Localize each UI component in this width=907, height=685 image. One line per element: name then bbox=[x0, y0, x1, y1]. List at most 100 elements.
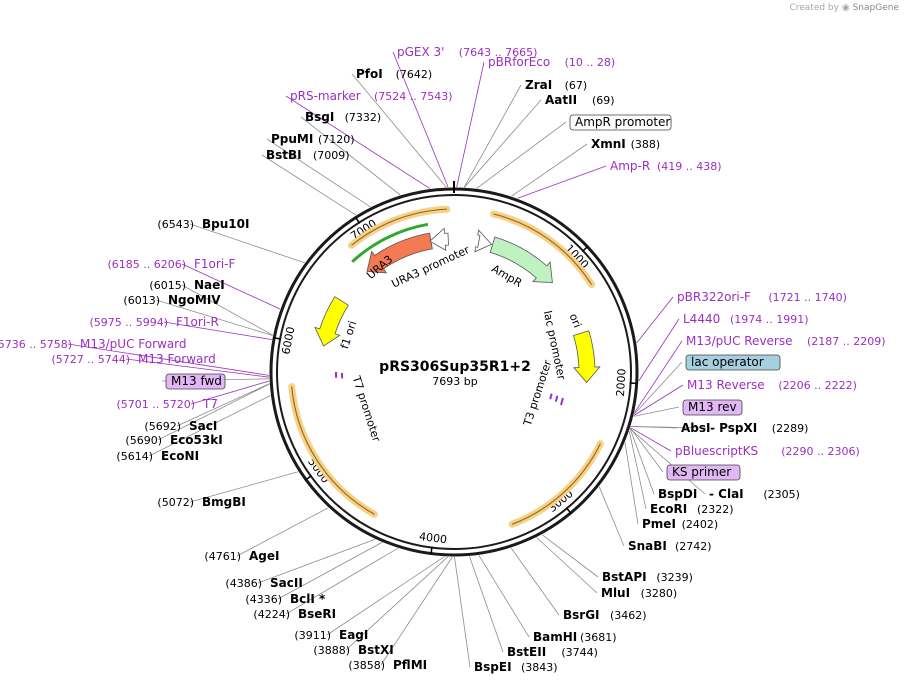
site-snabi: SnaBI(2742) bbox=[628, 539, 712, 553]
label-box bbox=[569, 114, 672, 131]
label-pos: (5692) bbox=[144, 420, 181, 433]
label-box bbox=[666, 464, 741, 481]
tick-mark bbox=[565, 507, 572, 515]
label-pos: (3462) bbox=[610, 609, 647, 622]
label-name: pRS-marker bbox=[290, 89, 361, 103]
label-name: BstEII bbox=[507, 645, 546, 659]
snapgene-credit: Created by ◉ SnapGene bbox=[789, 3, 899, 13]
site-pbluescriptks: pBluescriptKS(2290 .. 2306) bbox=[675, 444, 860, 458]
leader-line bbox=[456, 61, 485, 188]
label-pos: (7120) bbox=[318, 133, 355, 146]
label-pos: (5975 .. 5994) bbox=[89, 316, 168, 329]
leader-line bbox=[181, 284, 273, 336]
label-pos: (5736 .. 5758) bbox=[0, 338, 72, 351]
label-pos: (2289) bbox=[772, 422, 809, 435]
ura3-gene-arrow bbox=[366, 232, 433, 274]
site-bspei: BspEI(3843) bbox=[474, 660, 558, 674]
label-pos: (5727 .. 5744) bbox=[51, 353, 130, 366]
site-f1ori-f: (6185 .. 6206)F1ori-F bbox=[107, 257, 235, 271]
primer-bar bbox=[554, 395, 559, 402]
leader-line bbox=[634, 340, 683, 413]
leader-line bbox=[638, 318, 680, 382]
site-amp-r: Amp-R(419 .. 438) bbox=[610, 159, 722, 173]
site-lac-operator: lac operator bbox=[685, 354, 781, 371]
tick-mark bbox=[430, 546, 433, 555]
label-pos: (4224) bbox=[253, 608, 290, 621]
site-pgex-3-: pGEX 3'(7643 .. 7665) bbox=[397, 45, 537, 59]
credit-brand: SnapGene bbox=[852, 3, 899, 13]
snapgene-logo-icon: ◉ bbox=[841, 3, 850, 13]
orf-arc-line bbox=[291, 386, 375, 515]
leader-line bbox=[277, 542, 383, 600]
leader-line bbox=[157, 383, 270, 441]
label-name: - PspXI bbox=[710, 421, 757, 435]
leader-line bbox=[155, 299, 273, 336]
feature-label-ori: ori bbox=[567, 312, 584, 330]
leader-line bbox=[629, 428, 655, 495]
site-absi: AbsI bbox=[681, 421, 710, 435]
leader-line bbox=[478, 555, 530, 638]
site-bspdi: BspDI bbox=[658, 487, 697, 501]
label-name: AbsI bbox=[681, 421, 710, 435]
leader-line bbox=[380, 556, 453, 666]
label-pos: (3858) bbox=[348, 659, 385, 672]
leader-line bbox=[189, 471, 299, 503]
label-name: M13 Forward bbox=[138, 352, 216, 366]
label-pos: (5701 .. 5720) bbox=[116, 398, 195, 411]
leader-line bbox=[629, 427, 664, 473]
site-m13-puc-reverse: M13/pUC Reverse(2187 .. 2209) bbox=[686, 334, 886, 348]
feature-label-ampr: AmpR bbox=[489, 262, 524, 290]
backbone-inner-ring bbox=[276, 194, 632, 550]
tick-label: 6000 bbox=[279, 326, 297, 356]
leader-line bbox=[469, 556, 504, 653]
site-ngomiv: (6013)NgoMIV bbox=[123, 293, 221, 307]
site-f1ori-r: (5975 .. 5994) F1ori-R bbox=[89, 315, 218, 329]
label-box bbox=[685, 354, 781, 371]
label-name: BstAPI bbox=[602, 570, 647, 584]
site-mlui: MluI(3280) bbox=[601, 586, 677, 600]
leader-line bbox=[630, 427, 672, 452]
site-xmni: XmnI(388) bbox=[591, 137, 660, 151]
feature-label-t7-promoter: T7 promoter bbox=[349, 373, 383, 443]
site-aatii: AatII(69) bbox=[545, 93, 615, 107]
leader-line bbox=[536, 537, 598, 594]
leader-line bbox=[636, 296, 674, 344]
site-eagi: (3911)EagI bbox=[294, 628, 368, 642]
plasmid-name: pRS306Sup35R1+2 bbox=[379, 359, 531, 375]
label-pos: (3911) bbox=[294, 629, 331, 642]
site-pmei: PmeI(2402) bbox=[642, 517, 718, 531]
label-pos: (2322) bbox=[697, 503, 734, 516]
site--pspxi: - PspXI (2289) bbox=[710, 421, 808, 435]
label-leader-lines bbox=[67, 51, 707, 668]
orf-arc-line bbox=[351, 208, 447, 246]
leader-line bbox=[629, 428, 706, 495]
leader-line bbox=[345, 556, 448, 651]
label-name: M13 fwd bbox=[171, 374, 222, 388]
label-name: ZraI bbox=[525, 78, 552, 92]
leader-line bbox=[176, 383, 270, 427]
label-name: BclI * bbox=[290, 592, 326, 606]
leader-line bbox=[67, 343, 270, 376]
leader-line bbox=[261, 154, 357, 216]
leader-line bbox=[351, 73, 447, 188]
leader-line bbox=[326, 556, 445, 636]
leader-line bbox=[517, 165, 607, 199]
leader-line bbox=[463, 84, 522, 188]
label-pos: (7642) bbox=[396, 68, 433, 81]
plasmid-length: 7693 bp bbox=[432, 375, 477, 388]
label-name: F1ori-R bbox=[176, 315, 219, 329]
site-prs-marker: pRS-marker(7524 .. 7543) bbox=[290, 89, 453, 103]
label-pos: (2206 .. 2222) bbox=[778, 379, 857, 392]
ampr-promoter-arrow bbox=[474, 229, 493, 253]
label-name: BspDI bbox=[658, 487, 697, 501]
leader-line bbox=[454, 556, 471, 668]
label-name: BsrGI bbox=[563, 608, 600, 622]
leader-line bbox=[300, 116, 401, 196]
site-ppumi: PpuMI(7120) bbox=[271, 132, 355, 146]
leader-line bbox=[633, 384, 684, 416]
ura3-orf-arc bbox=[351, 222, 429, 263]
label-pos: (5690) bbox=[125, 434, 162, 447]
site-agei: (4761)AgeI bbox=[204, 549, 279, 563]
leader-line bbox=[285, 95, 431, 189]
